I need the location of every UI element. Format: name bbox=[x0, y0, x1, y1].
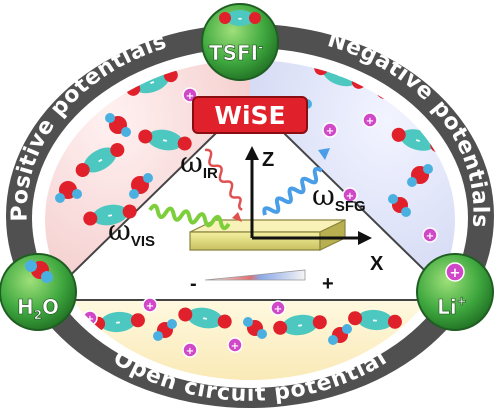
water-molecule bbox=[129, 173, 153, 199]
cation: + bbox=[182, 342, 198, 358]
svg-text:-: - bbox=[94, 153, 105, 168]
wise-title: WiSE bbox=[192, 96, 308, 134]
water-molecule bbox=[328, 324, 352, 345]
optics-setup: - + Z X ωIR ωVIS ωSFG bbox=[108, 146, 384, 295]
svg-text:-: - bbox=[201, 311, 208, 326]
potential-bar bbox=[204, 269, 306, 281]
svg-text:-: - bbox=[106, 208, 113, 223]
cation: + bbox=[322, 122, 338, 138]
z-arrowhead bbox=[245, 146, 259, 160]
water-molecule bbox=[407, 164, 433, 187]
svg-text:+: + bbox=[231, 341, 239, 352]
cation: + bbox=[142, 297, 158, 313]
svg-text:Li+: Li+ bbox=[437, 294, 467, 319]
badge-tsfi: - TSFI- bbox=[201, 3, 279, 81]
water-molecule bbox=[55, 181, 82, 203]
svg-text:-: - bbox=[147, 75, 156, 90]
svg-text:-: - bbox=[297, 318, 304, 333]
badge-li: + Li+ bbox=[416, 253, 494, 331]
sfg-arrowhead bbox=[318, 148, 330, 160]
anion: - bbox=[178, 307, 232, 329]
ocp-region-molecules: - - - - + + + + + + bbox=[82, 297, 413, 358]
anion-icon: - bbox=[219, 10, 261, 26]
axes bbox=[250, 158, 360, 240]
plus-label: + bbox=[322, 273, 334, 295]
omega-ir-label: ωIR bbox=[180, 146, 218, 182]
cation: + bbox=[227, 337, 243, 353]
water-molecule bbox=[243, 317, 267, 339]
cation: + bbox=[342, 187, 358, 203]
anion: - bbox=[273, 314, 327, 336]
water-molecule bbox=[153, 319, 177, 341]
vis-beam bbox=[148, 203, 231, 231]
svg-text:-: - bbox=[238, 12, 243, 25]
svg-text:-: - bbox=[372, 313, 378, 327]
svg-text:+: + bbox=[186, 91, 194, 102]
svg-text:+: + bbox=[426, 231, 434, 242]
omega-vis-label: ωVIS bbox=[108, 214, 155, 250]
anion: - bbox=[75, 143, 125, 177]
x-arrowhead bbox=[358, 231, 372, 245]
sfg-beam bbox=[262, 166, 323, 216]
svg-text:-: - bbox=[115, 315, 121, 329]
svg-text:WiSE: WiSE bbox=[214, 101, 285, 130]
svg-text:H2O: H2O bbox=[17, 295, 59, 322]
axis-z-label: Z bbox=[262, 149, 274, 171]
svg-text:TSFI-: TSFI- bbox=[209, 40, 263, 65]
omega-sfg-label: ωSFG bbox=[312, 179, 366, 215]
svg-text:+: + bbox=[346, 191, 354, 202]
cation-icon: + bbox=[445, 262, 465, 282]
svg-text:+: + bbox=[146, 301, 154, 312]
svg-text:+: + bbox=[274, 304, 282, 315]
svg-text:+: + bbox=[86, 314, 94, 325]
svg-text:+: + bbox=[326, 126, 334, 137]
anion: - bbox=[83, 204, 137, 226]
svg-text:-: - bbox=[161, 133, 168, 148]
cation: + bbox=[270, 300, 286, 316]
badge-water: H2O bbox=[0, 253, 77, 331]
ir-beam bbox=[204, 148, 243, 211]
svg-text:-: - bbox=[414, 133, 422, 148]
svg-text:+: + bbox=[186, 346, 194, 357]
svg-text:+: + bbox=[366, 116, 374, 127]
anion: - bbox=[348, 309, 402, 331]
cation: + bbox=[362, 112, 378, 128]
water-molecule bbox=[105, 113, 131, 137]
svg-text:+: + bbox=[450, 266, 461, 281]
minus-label: - bbox=[190, 273, 197, 295]
ir-arrowhead bbox=[232, 212, 242, 222]
cation: + bbox=[422, 227, 438, 243]
water-molecule bbox=[388, 194, 411, 217]
anion: - bbox=[91, 311, 145, 333]
water-icon bbox=[25, 260, 53, 283]
axis-x-label: X bbox=[370, 253, 384, 275]
anion: - bbox=[138, 129, 192, 151]
electrode-slab bbox=[189, 219, 346, 251]
